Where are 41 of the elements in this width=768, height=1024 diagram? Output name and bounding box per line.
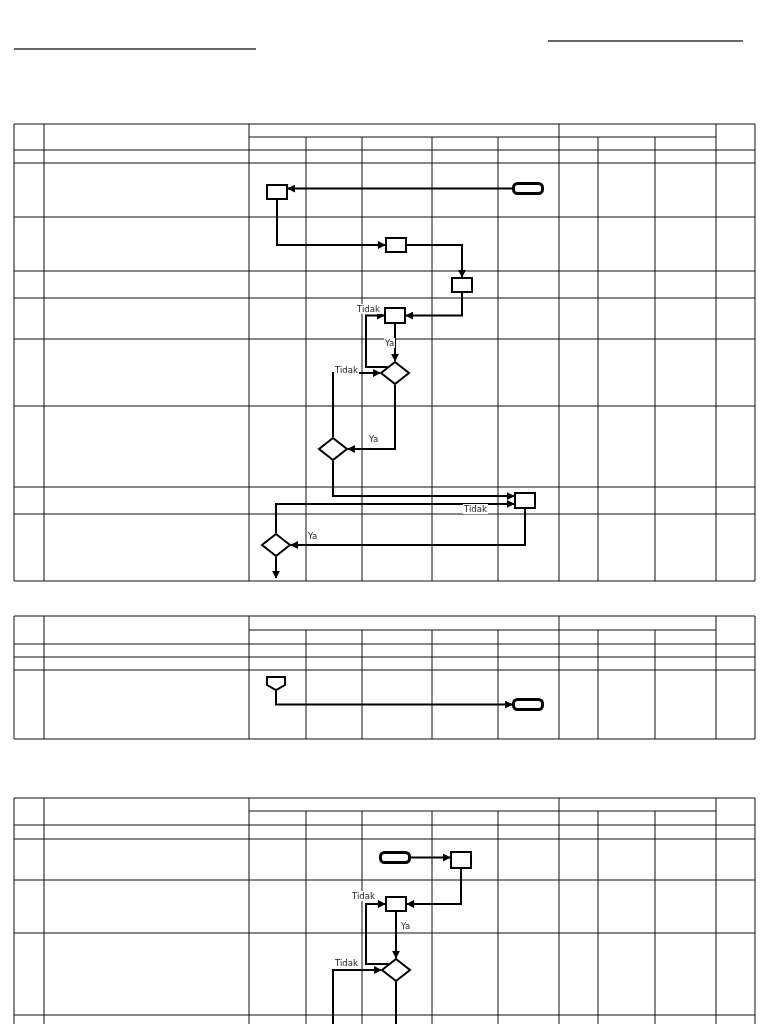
connector-arrow [365,311,389,368]
edge-label: Tidak [356,304,381,314]
process-box [450,851,472,869]
connector-arrow [275,499,515,534]
connector-arrow [332,460,515,501]
process-box [384,307,406,324]
decision-diamond [318,437,348,461]
connector-arrow [290,508,526,549]
decision-diamond [261,533,291,557]
decision-diamond [380,361,410,385]
terminator-shape [512,698,544,711]
terminator-shape [379,851,411,864]
edge-label: Ya [384,338,396,348]
edge-label: Tidak [463,504,488,514]
terminator-shape [512,182,544,195]
connector-arrow [275,690,513,709]
process-box [451,277,473,293]
edge-label: Ya [368,434,380,444]
connector-arrow [332,966,382,1024]
edge-label: Tidak [334,365,359,375]
connector-arrow [276,199,386,249]
process-box [514,492,536,509]
edge-label: Tidak [351,891,376,901]
connector-arrow [272,556,280,579]
process-box [266,184,288,200]
connector-arrow [347,384,396,453]
decision-diamond [381,958,411,982]
edge-label: Ya [307,531,319,541]
process-box [385,237,407,253]
connector-arrow [405,292,463,320]
connector-arrow [406,244,466,278]
connector-arrow [410,853,451,862]
connector-arrow [365,900,390,965]
connector-arrow [287,184,513,193]
connector-arrow [391,323,399,362]
edge-label: Tidak [334,958,359,968]
edge-label: Ya [400,921,412,931]
connector-arrow [392,911,400,959]
connector-arrow [406,868,462,908]
process-box [385,896,407,912]
off-page-connector [266,676,286,691]
